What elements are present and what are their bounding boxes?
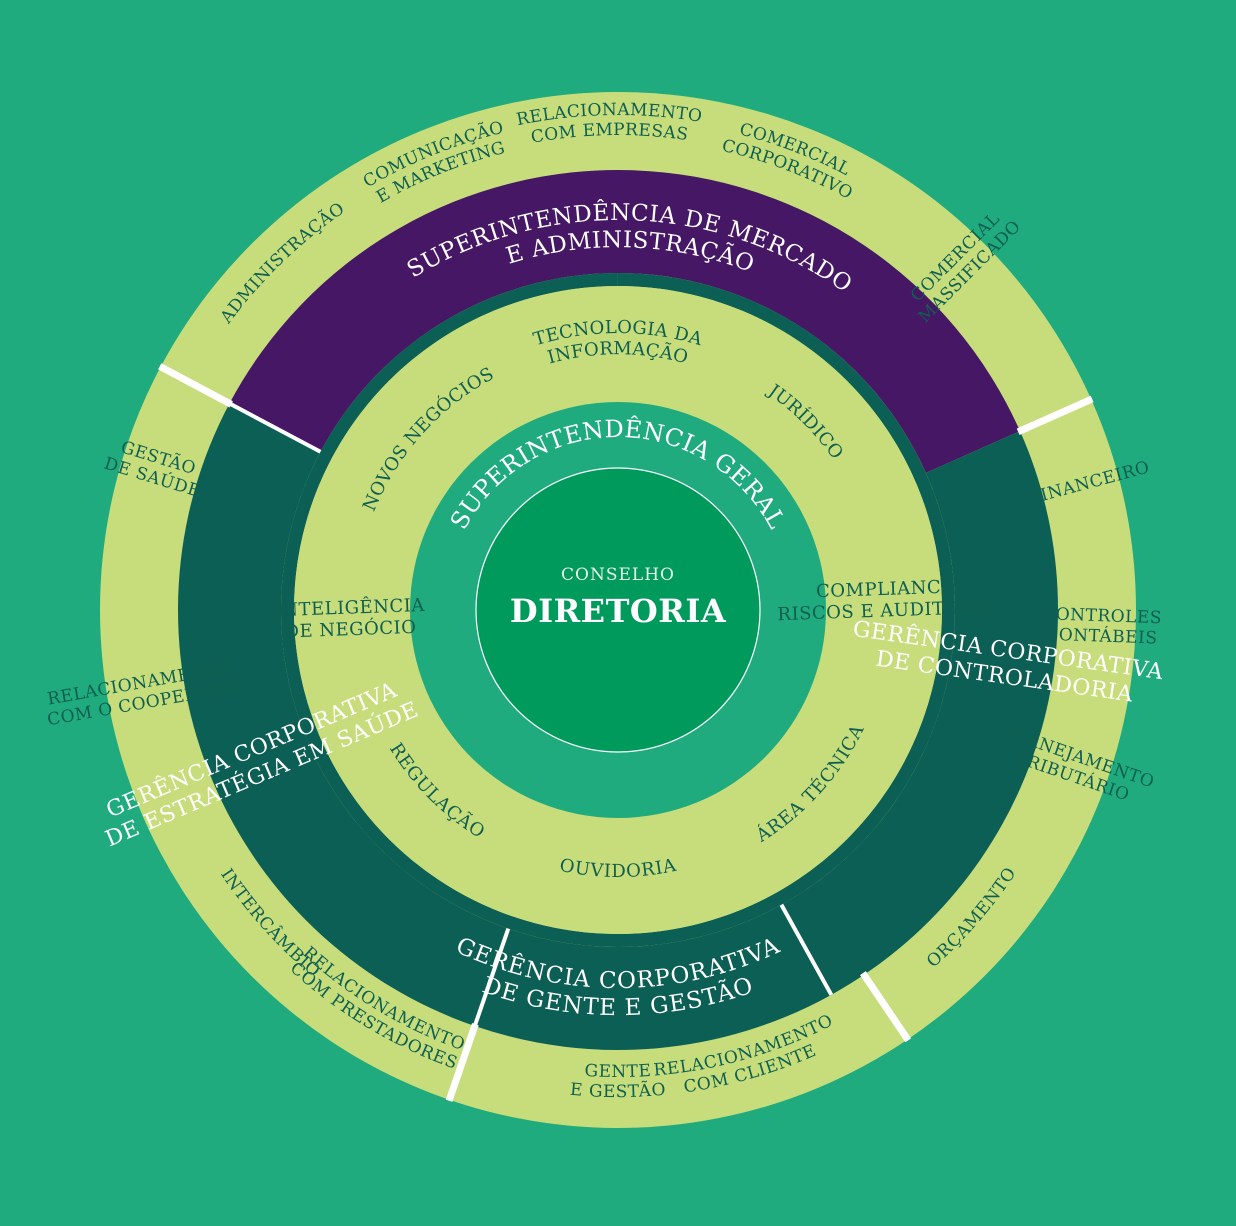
- outer-unit-gente-gestao-line: GENTE: [584, 1060, 652, 1081]
- center-disc: [475, 467, 761, 753]
- divider-right-upper: [1016, 395, 1094, 436]
- band-gente: [474, 904, 832, 1051]
- divider-bottom: [445, 1022, 479, 1102]
- inner-unit-compliance-line: COMPLIANCE: [816, 576, 955, 602]
- band-divider-estrategia-mercado: [228, 401, 322, 454]
- band-divider-gente-estrategia: [472, 927, 511, 1027]
- band-estrategia: [177, 403, 509, 1027]
- center-subtitle: CONSELHO: [561, 565, 675, 585]
- band-controladoria: [781, 431, 1058, 995]
- center-layer: CONSELHO DIRETORIA: [510, 565, 727, 630]
- outer-unit-controles-line: CONTÁBEIS: [1045, 624, 1158, 649]
- outer-unit-gente-gestao-line: E GESTÃO: [569, 1079, 667, 1101]
- band-divider-controladoria-gente: [779, 903, 834, 996]
- center-title: DIRETORIA: [510, 592, 727, 630]
- divider-right-lower: [860, 971, 912, 1043]
- outer-unit-controles-line: CONTROLES: [1042, 604, 1162, 628]
- dividers-layer: [158, 363, 1094, 1102]
- divider-left-upper: [158, 363, 233, 408]
- rings-layer: [100, 92, 1136, 1128]
- band-mercado: [229, 169, 1020, 473]
